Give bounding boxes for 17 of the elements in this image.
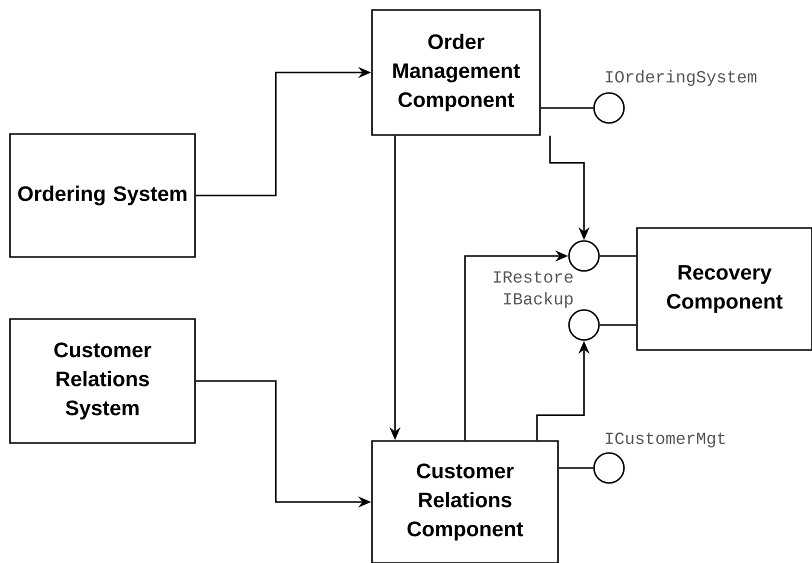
component-box: Recovery Component	[636, 227, 812, 351]
connector-line	[558, 467, 594, 469]
interface-label: IBackup	[504, 292, 573, 308]
component-box: Customer Relations System	[9, 318, 196, 444]
interface-label: IOrderingSystem	[606, 70, 756, 86]
component-box: Customer Relations Component	[371, 440, 559, 563]
component-box: Ordering System	[9, 133, 196, 258]
interface-circle	[568, 309, 600, 341]
interface-circle	[593, 452, 625, 484]
connector-line	[540, 107, 594, 109]
interface-label: IRestore	[494, 271, 573, 283]
component-box: Order Management Component	[371, 9, 541, 136]
connector-line	[600, 324, 636, 326]
connector-line	[600, 255, 636, 257]
interface-circle	[568, 240, 600, 272]
interface-label: ICustomerMgt	[606, 432, 725, 448]
interface-circle	[593, 92, 625, 124]
